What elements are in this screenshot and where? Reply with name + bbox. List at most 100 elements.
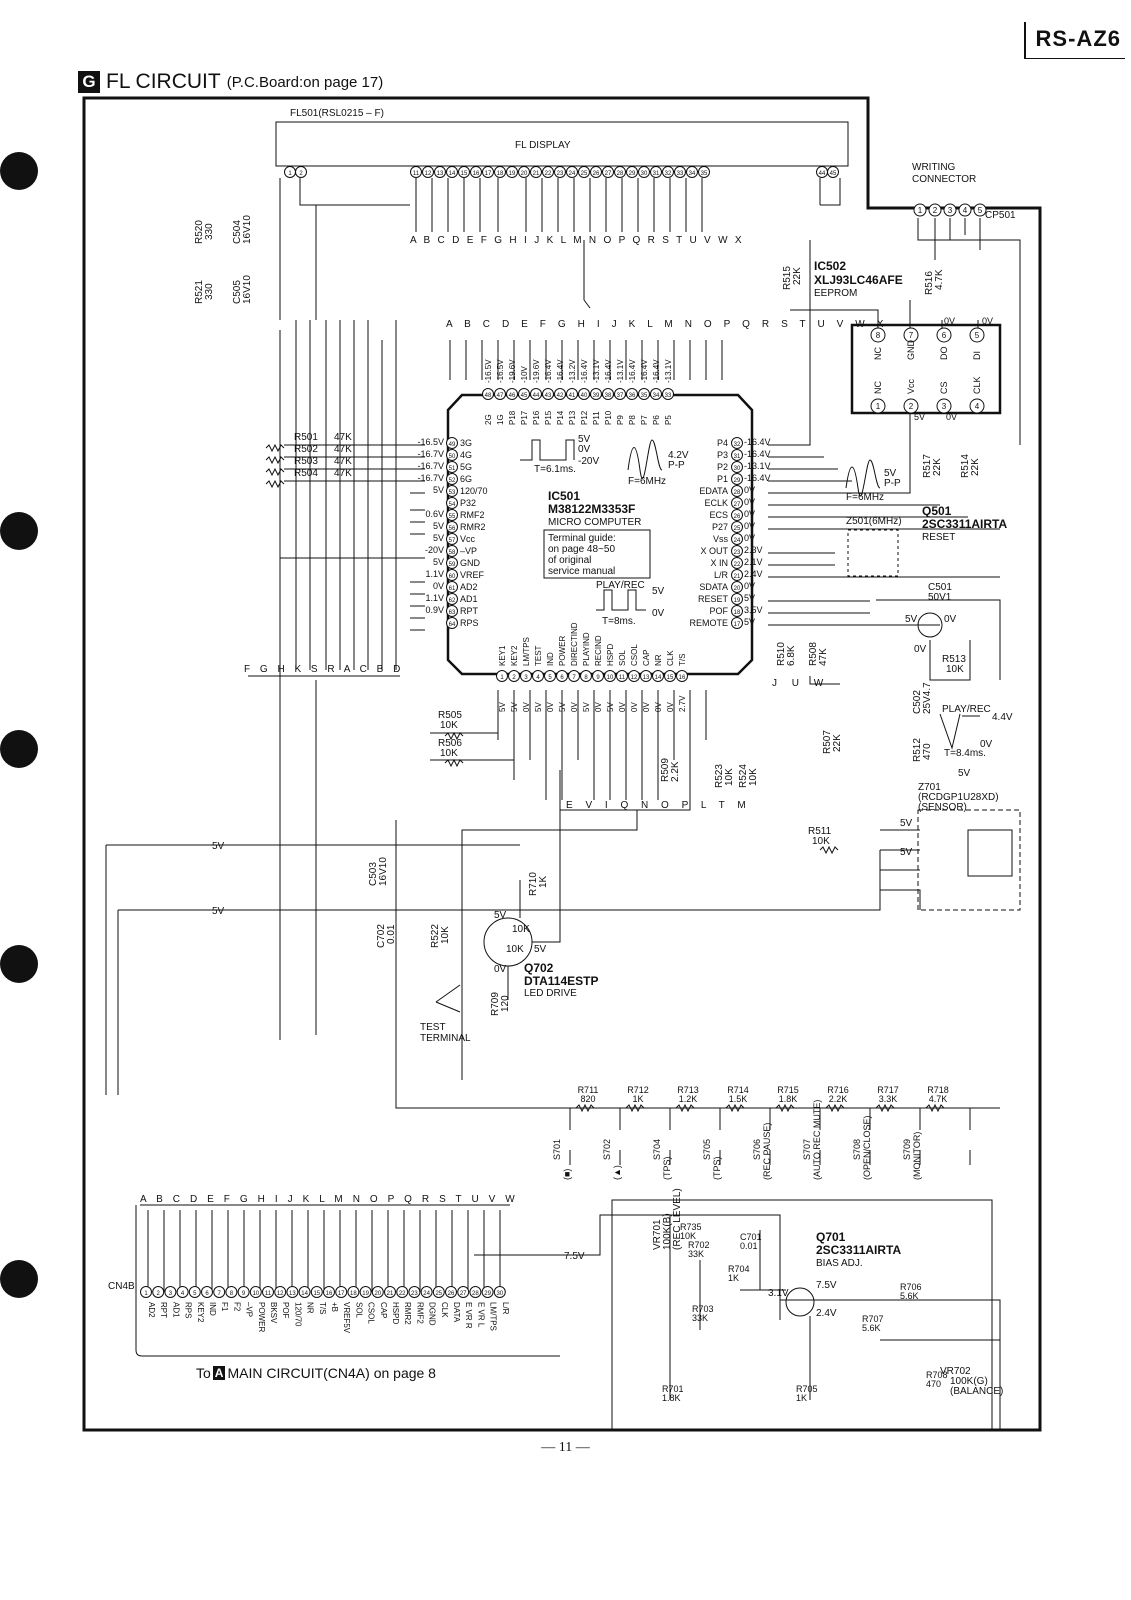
ic501-pin-name: –VP [460,546,477,556]
ic501-pin-circle [731,533,743,545]
cn4b-pin-name: DATA [452,1302,461,1323]
ic501-pin-volt: 0V [433,581,444,591]
ic501-pin-circle [566,388,578,400]
ic501-pin-number: 44 [533,393,540,399]
ic502-pin-name: NC [873,381,883,394]
cn4b-pin-name: CLK [440,1302,449,1318]
ic501-pin-volt: 0.6V [425,509,444,519]
ladder-resistor-value: 2.2K [829,1094,848,1104]
fl-pin-number: 13 [437,171,444,177]
cn4b-pin-circle [432,1286,445,1298]
ic501-pin-number: 23 [734,550,741,556]
r520: R520 [194,220,205,244]
r524: R524 [738,764,749,788]
q701-part-ref: R702 [688,1240,710,1250]
vr701-func: (REC LEVEL) [672,1188,683,1250]
ic502-volt: 5V [914,412,925,422]
vr701-ref: VR701 [652,1219,663,1250]
vr702-value: 100K(G) [950,1376,988,1387]
wave4-label: PLAY/REC [596,580,645,591]
q702-v2: 5V [534,944,547,955]
ic501-pin-volt: 5V [744,617,755,627]
ic501-pin-volt: 1.1V [425,569,444,579]
ic501-pin-volt: -13.1V [664,359,673,383]
ic501-pin-circle [446,545,458,557]
ic501-pin-name: POWER [558,636,567,666]
r523: R523 [714,764,725,788]
ic501-pin-circle [446,617,458,629]
cn4b-pin-number: 24 [423,1291,430,1297]
ic501-pin-circle [652,670,664,682]
c501: C501 [928,582,952,593]
ic501-pin-circle [556,670,568,682]
ladder-switch: S704 [652,1139,662,1160]
fl-pin-circle [590,166,602,178]
ic501-note-3: of original [548,555,591,566]
ic501-pin-name: AD2 [460,582,478,592]
vr701-value: 100K(B) [662,1213,673,1250]
ic502-volt: 0V [982,316,993,326]
fl-pin-circle [602,166,614,178]
ic501-pin-name: RMF2 [460,510,485,520]
ladder-switch: S707 [802,1139,812,1160]
section-title: G FL CIRCUIT (P.C.Board:on page 17) [78,70,383,94]
ic501-pin-number: 50 [449,454,456,460]
ic501-pin-circle [592,670,604,682]
cn4b-pin-circle [188,1286,201,1298]
q701-part-ref: R704 [728,1264,750,1274]
ic501-pin-number: 48 [485,393,492,399]
ic501-pin-name: 1G [496,414,505,425]
ic502-volt: 0V [946,412,957,422]
q701-part-value: 10K [680,1231,696,1241]
cn4b-pin-name: SOL [354,1302,363,1319]
c505: C505 [232,280,243,304]
ic502-pin-number: 7 [909,331,914,340]
ic501-pin-name: T/S [678,654,687,666]
r506-value: 10K [440,748,458,759]
r520-value: 330 [204,223,215,240]
cn4b-pin-circle [140,1286,152,1298]
ladder-switch: S705 [702,1139,712,1160]
wave2-v: 4.2V [668,450,689,461]
ic502-pin-number: 8 [876,331,881,340]
ic501-pin-number: 35 [641,393,648,399]
ic501-pin-circle [446,569,458,581]
r507: R507 [822,730,833,754]
cn4b-pin-number: 8 [230,1291,234,1297]
cn4b-pin-name: +B [330,1302,339,1312]
cn4b-pin-name: CSOL [367,1302,376,1324]
ic501-pin-circle [496,670,508,682]
q701-part-ref: C701 [740,1232,762,1242]
ladder-resistor: R717 [877,1085,899,1095]
r510: R510 [776,642,787,666]
ic501-pin-number: 58 [449,550,456,556]
r709-value: 120 [500,995,511,1012]
cn4b-pin-number: 30 [496,1291,503,1297]
r514: R514 [960,454,971,478]
ic501-pin-volt: -16.4V [580,359,589,383]
fl-pin-number: 27 [605,171,612,177]
ic501-pin-number: 14 [655,675,662,681]
ic501-pin-circle [508,670,520,682]
ic501-pin-number: 60 [449,574,456,580]
cn4b-pin-circle [420,1286,433,1298]
ic501-pin-circle [530,388,542,400]
ladder-resistor: R714 [727,1085,749,1095]
ic501-pin-name: P32 [460,498,476,508]
cn4b-bus: A B C D E F G H I J K L M N O P Q R S T … [140,1194,518,1205]
ic501-pin-circle [731,617,743,629]
cn4b-pin-number: 19 [362,1291,369,1297]
cn4b-pin-name: CAP [379,1302,388,1318]
q501-v2: 0V [944,614,957,625]
ic501-pin-name: RPS [460,618,479,628]
ic501-pin-volt: -16.5V [484,359,493,383]
binder-hole [0,512,38,550]
ic501-pin-circle [731,605,743,617]
ladder-resistor: R718 [927,1085,949,1095]
ic501-pin-circle [626,388,638,400]
cn4b-pin-circle [445,1286,457,1298]
fl-pin-circle [530,166,542,178]
cp501-pin-number: 4 [963,206,968,215]
cn4b-pin-circle [213,1286,226,1298]
